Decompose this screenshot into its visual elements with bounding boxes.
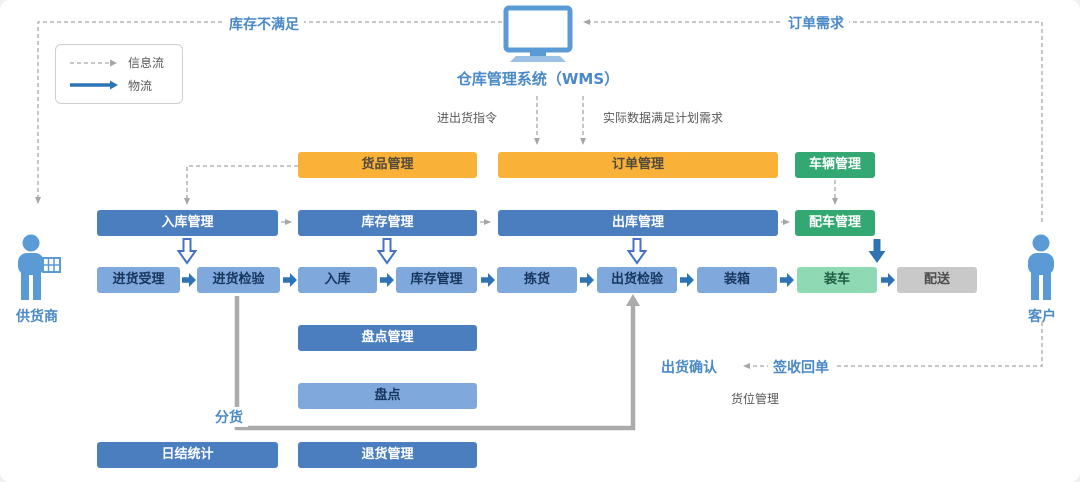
- flow-line-inventory-shortage: [35, 21, 502, 204]
- dispatch-down-arrow: [868, 239, 886, 263]
- box-outbound-management: 出库管理: [498, 210, 778, 236]
- box-returns-management: 退货管理: [298, 442, 477, 468]
- legend-info-flow-label: 信息流: [128, 56, 165, 71]
- box-shipping-inspection: 出货检验: [597, 267, 677, 293]
- supplier-person-icon: [18, 234, 61, 300]
- customer-label: 客户: [1028, 309, 1056, 325]
- box-inventory-management: 库存管理: [298, 210, 477, 236]
- legend-logistics: 物流: [68, 77, 170, 94]
- flow-line-goods-to-inbound: [184, 165, 298, 205]
- box-delivery: 配送: [897, 267, 977, 293]
- label-signed-receipt: 签收回单: [768, 357, 834, 377]
- box-vehicle-management: 车辆管理: [795, 152, 875, 178]
- flow-line-order-demand: [583, 19, 1043, 222]
- label-sorting: 分货: [210, 407, 248, 427]
- customer-person-icon: [1028, 234, 1054, 300]
- box-goods-management: 货品管理: [298, 152, 477, 178]
- solid-arrow-icon: [70, 80, 118, 90]
- wms-monitor-icon: [503, 5, 573, 62]
- label-shipment-confirmation: 出货确认: [656, 357, 722, 377]
- box-inbound-management: 入库管理: [97, 210, 278, 236]
- flow-line-signed-receipt: [743, 322, 1043, 369]
- management-down-arrows: [176, 238, 648, 265]
- label-inventory-shortage: 库存不满足: [224, 14, 304, 34]
- box-receiving-inspection: 进货检验: [197, 267, 280, 293]
- supplier-label: 供货商: [16, 309, 58, 325]
- sorting-path: [234, 296, 636, 431]
- box-order-management: 订单管理: [498, 152, 778, 178]
- box-dispatch-management: 配车管理: [795, 210, 875, 236]
- box-picking: 拣货: [497, 267, 577, 293]
- box-stocktake: 盘点: [298, 383, 477, 409]
- box-daily-settlement: 日结统计: [97, 442, 278, 468]
- legend: 信息流 物流: [55, 44, 183, 104]
- basket-icon: [42, 257, 61, 273]
- logistics-arrows: [182, 273, 895, 287]
- box-putaway: 入库: [298, 267, 377, 293]
- label-actual-data-meets-plan: 实际数据满足计划需求: [599, 109, 728, 126]
- legend-logistics-label: 物流: [128, 78, 153, 93]
- sorting-path-arrowhead: [626, 294, 640, 306]
- system-title: 仓库管理系统（WMS）: [456, 70, 620, 88]
- box-inventory-management-op: 库存管理: [396, 267, 477, 293]
- box-stocktake-management: 盘点管理: [298, 325, 477, 351]
- label-order-demand: 订单需求: [783, 13, 849, 33]
- legend-info-flow: 信息流: [68, 54, 170, 71]
- label-in-out-instruction: 进出货指令: [433, 109, 502, 126]
- dashed-arrow-icon: [70, 59, 117, 67]
- box-packing: 装箱: [697, 267, 777, 293]
- box-receiving-acceptance: 进货受理: [97, 267, 180, 293]
- label-slot-management: 货位管理: [727, 390, 784, 407]
- box-loading: 装车: [797, 267, 877, 293]
